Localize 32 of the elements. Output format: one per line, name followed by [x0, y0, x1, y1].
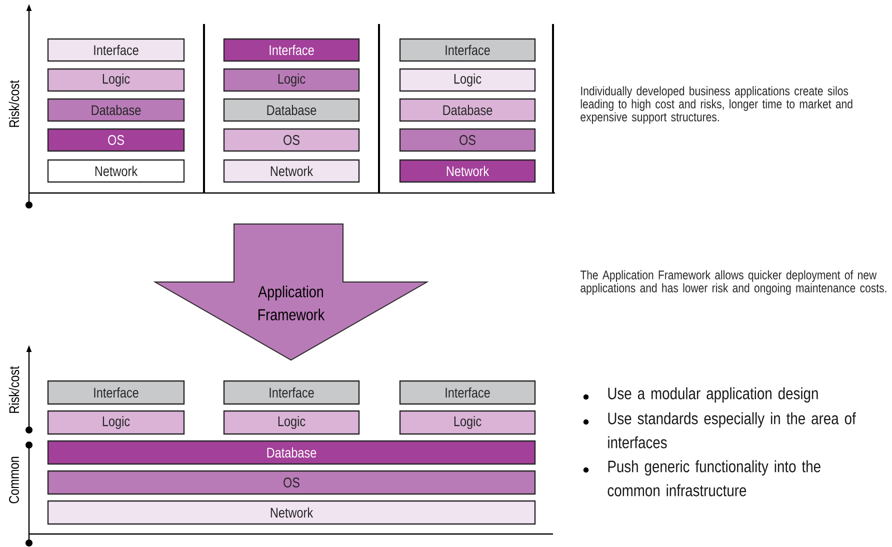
bullet-item: Push generic functionality into the common infrastructure — [583, 460, 820, 496]
layer-box: Interface — [47, 380, 185, 405]
layer-box: Logic — [223, 68, 360, 92]
description-text: The Application Framework allows quicker deployment of new applications and has lower risk and ongoing maintenance costs. — [580, 270, 886, 295]
layer-box: Interface — [223, 38, 360, 62]
layer-box: OS — [47, 128, 185, 152]
layer-box: OS — [223, 128, 360, 152]
layer-box: Network — [47, 159, 185, 183]
axis-label: Risk/cost — [8, 366, 20, 413]
description-text: Individually developed business applications create silos leading to high cost and risks, longer time to market and expensive support structures. — [580, 86, 852, 124]
layer-box: Interface — [47, 38, 185, 62]
layer-box: Logic — [399, 68, 536, 92]
layer-box: Logic — [47, 68, 185, 92]
layer-box: Network — [223, 159, 360, 183]
bullet-item: Use a modular application design — [583, 387, 818, 403]
layer-box: Interface — [223, 380, 360, 405]
layer-box: Interface — [399, 38, 536, 62]
layer-box: Database — [47, 440, 536, 465]
axis-label: Risk/cost — [8, 80, 20, 127]
layer-box: Database — [399, 98, 536, 122]
axis-label: Common — [9, 456, 19, 504]
layer-box: Network — [399, 159, 536, 183]
layer-box: Logic — [223, 410, 360, 435]
layer-box: Logic — [399, 410, 536, 435]
layer-box: Database — [223, 98, 360, 122]
layer-box: Network — [47, 500, 536, 525]
bullet-item: Use standards especially in the area of interfaces — [583, 412, 856, 448]
layer-box: Logic — [47, 410, 185, 435]
layer-box: Interface — [399, 380, 536, 405]
layer-box: Database — [47, 98, 185, 122]
layer-box: OS — [47, 470, 536, 495]
layer-box: OS — [399, 128, 536, 152]
